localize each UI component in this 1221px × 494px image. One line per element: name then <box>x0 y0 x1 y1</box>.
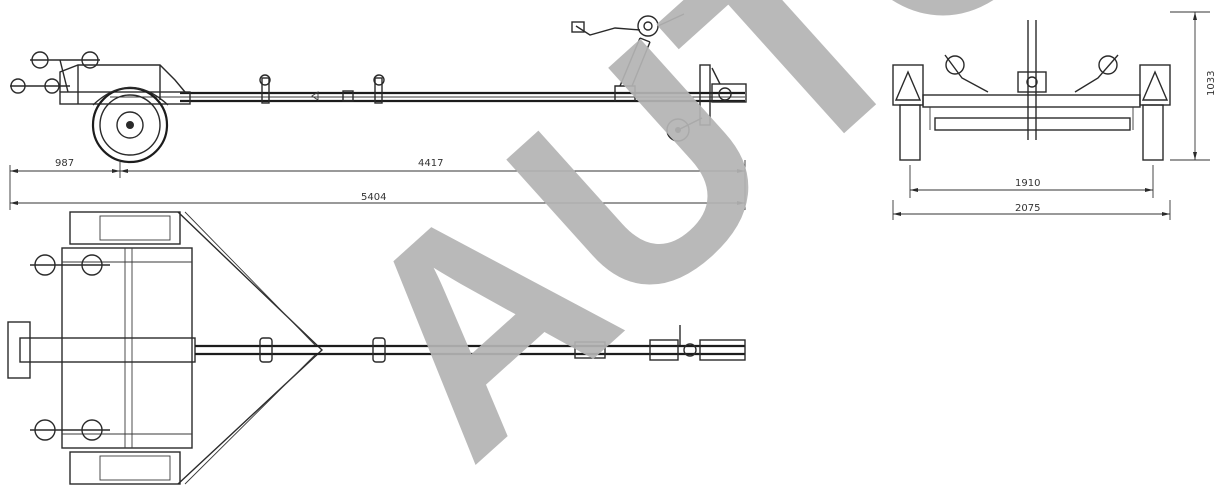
dim-height: 1033 <box>1206 71 1217 96</box>
dim-overall-width: 2075 <box>1015 203 1040 214</box>
dim-track-width: 1910 <box>1015 178 1040 189</box>
end-dimensions <box>892 11 1210 220</box>
side-wheel <box>91 86 169 164</box>
side-jockey-wheel <box>666 64 747 142</box>
side-view: 987 4417 5404 <box>9 13 747 210</box>
side-winch-post <box>571 13 685 101</box>
top-view <box>7 211 746 485</box>
dim-wheel-to-hitch: 4417 <box>418 158 443 169</box>
side-dimensions <box>9 160 746 210</box>
dim-overall-length: 5404 <box>361 192 386 203</box>
dim-front-overhang: 987 <box>55 158 74 169</box>
end-view: 1910 2075 1033 <box>892 11 1217 220</box>
watermark-text: AUTO R <box>288 0 1221 494</box>
